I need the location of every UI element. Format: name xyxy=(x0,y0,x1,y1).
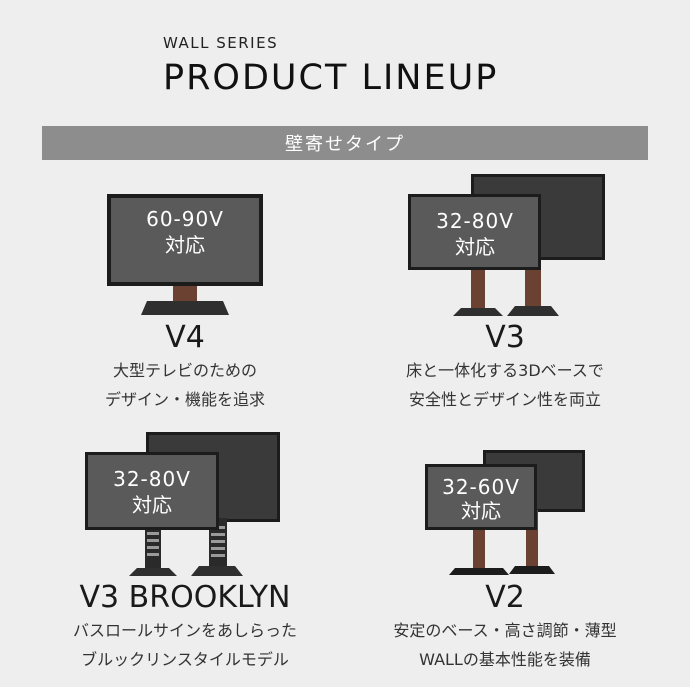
product-image-v4: 60-90V 対応 xyxy=(107,194,263,315)
series-label: WALL SERIES xyxy=(163,34,279,52)
screen-size-label: 32-80V xyxy=(436,209,514,233)
product-desc-line2: 安全性とデザイン性を両立 xyxy=(408,390,601,409)
page-title: PRODUCT LINEUP xyxy=(163,58,499,98)
product-image-v3-brooklyn: 32-80V 対応 xyxy=(85,432,280,576)
screen-size-label: 32-80V xyxy=(113,467,191,491)
product-desc-line2: WALLの基本性能を装備 xyxy=(419,650,591,669)
product-card-v3-brooklyn[interactable]: 32-80V 対応 V3 BROOKLYN バスロールサインをあしらった ブルッ… xyxy=(25,430,345,673)
product-desc-line1: 安定のベース・高さ調節・薄型 xyxy=(393,621,617,640)
product-card-v4[interactable]: 60-90V 対応 V4 大型テレビのための デザイン・機能を追求 xyxy=(25,190,345,413)
screen-size-label: 60-90V xyxy=(146,207,224,231)
model-name: V3 BROOKLYN xyxy=(79,580,291,615)
product-desc-line1: 床と一体化する3Dベースで xyxy=(406,361,604,380)
product-desc-line1: 大型テレビのための xyxy=(112,361,257,380)
screen-size-label: 32-60V xyxy=(442,475,520,499)
product-image-v3: 32-80V 対応 xyxy=(408,174,605,316)
screen-support-label: 対応 xyxy=(132,493,172,517)
product-image-v2: 32-60V 対応 xyxy=(425,450,585,575)
category-band: 壁寄せタイプ xyxy=(42,126,648,160)
product-card-v3[interactable]: 32-80V 対応 V3 床と一体化する3Dベースで 安全性とデザイン性を両立 xyxy=(345,170,665,413)
screen-support-label: 対応 xyxy=(165,233,205,257)
product-desc-line2: デザイン・機能を追求 xyxy=(104,390,265,409)
product-desc-line2: ブルックリンスタイルモデル xyxy=(81,650,289,669)
screen-support-label: 対応 xyxy=(461,499,501,523)
model-name: V2 xyxy=(485,580,525,615)
product-desc-line1: バスロールサインをあしらった xyxy=(72,621,297,640)
model-name: V3 xyxy=(485,320,525,355)
product-card-v2[interactable]: 32-60V 対応 V2 安定のベース・高さ調節・薄型 WALLの基本性能を装備 xyxy=(345,448,665,673)
model-name: V4 xyxy=(165,320,205,355)
screen-support-label: 対応 xyxy=(455,235,495,259)
